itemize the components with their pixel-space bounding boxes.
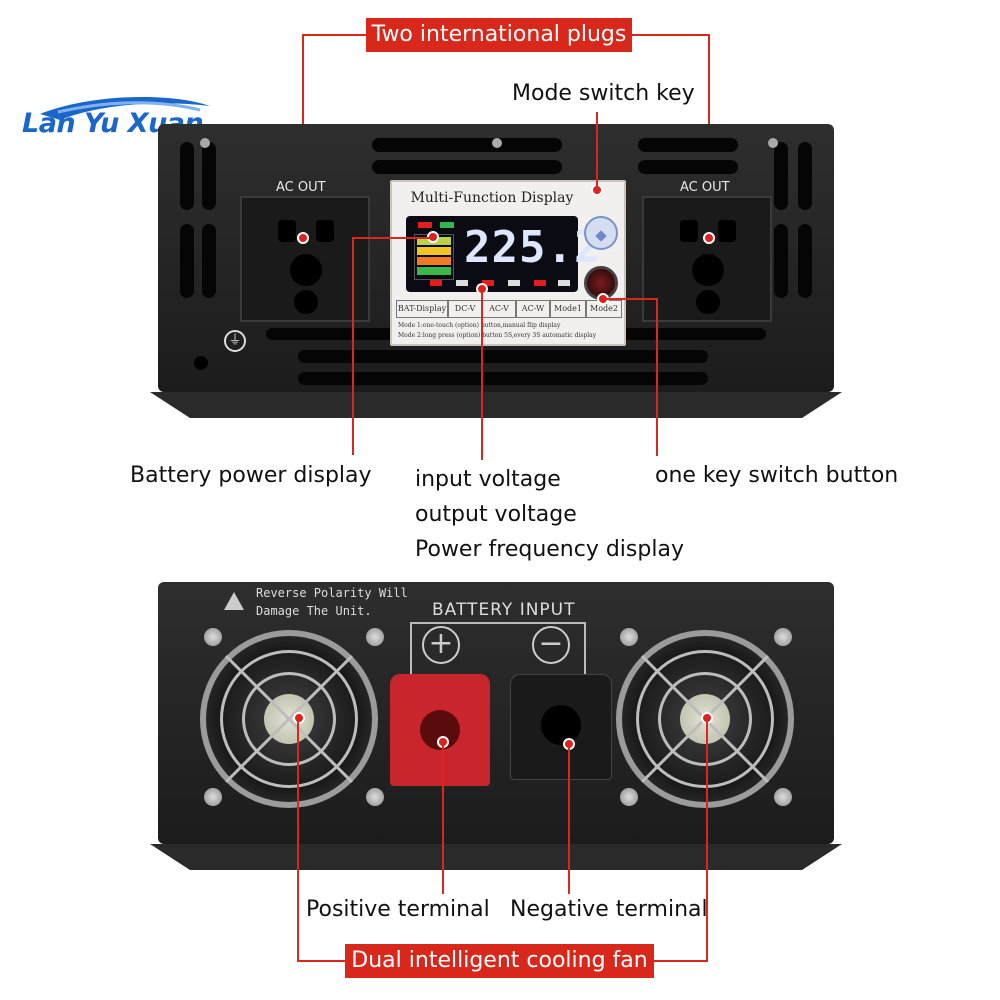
cooling-fan-left (200, 630, 378, 808)
panel-cell: AC-V (482, 300, 516, 318)
plus-icon: + (422, 626, 460, 664)
panel-cell: DC-V (448, 300, 482, 318)
vent-slot (180, 224, 194, 298)
terminal-bolt-icon (541, 705, 581, 745)
vent-slot (202, 224, 216, 298)
fan-screw (774, 788, 792, 806)
lead-line (352, 237, 430, 239)
universal-socket-icon (278, 220, 334, 314)
vent-slot (638, 138, 738, 152)
lcd-screen: 225.2 (406, 216, 600, 292)
warning-icon (224, 592, 244, 610)
vent-slot (180, 142, 194, 210)
callout-dot (297, 232, 309, 244)
label-power-frequency-display: Power frequency display (415, 537, 684, 562)
fan-screw (774, 628, 792, 646)
multi-function-display-panel: Multi-Function Display 225.2 BAT-Display (390, 180, 626, 346)
vent-slot (798, 142, 812, 210)
lead-line (656, 298, 658, 456)
mode-arrow-icon (595, 230, 607, 242)
ac-outlet-right (642, 196, 772, 322)
lead-line (706, 718, 708, 962)
label-positive-terminal: Positive terminal (306, 897, 490, 922)
label-output-voltage: output voltage (415, 502, 577, 527)
lead-line (297, 960, 345, 962)
vent-slot (298, 372, 708, 385)
negative-terminal[interactable] (510, 674, 612, 780)
ac-out-label-right: AC OUT (680, 180, 730, 195)
vent-slot (798, 224, 812, 298)
fan-screw (204, 628, 222, 646)
panel-cell: BAT-Display (396, 300, 448, 318)
label-one-key-switch-button: one key switch button (655, 463, 899, 488)
lead-line (654, 960, 708, 962)
status-led-red (418, 222, 432, 228)
universal-socket-icon (680, 220, 736, 314)
vent-slot (774, 142, 788, 210)
inverter-base-plate (150, 844, 842, 870)
lead-line (481, 290, 483, 460)
lead-line (302, 34, 366, 36)
lead-line (632, 34, 710, 36)
inverter-front-panel: AC OUT AC OUT ⏚ Multi-Function Display (158, 124, 834, 392)
panel-cell: AC-W (516, 300, 550, 318)
fan-screw (366, 628, 384, 646)
vent-slot (298, 350, 708, 363)
vent-slot (202, 142, 216, 210)
label-mode-switch-key: Mode switch key (512, 81, 695, 106)
positive-terminal[interactable] (390, 674, 490, 786)
label-negative-terminal: Negative terminal (510, 897, 708, 922)
fan-screw (366, 788, 384, 806)
lead-line (442, 742, 444, 894)
warning-line-2: Damage The Unit. (256, 604, 372, 618)
battery-input-frame (410, 622, 586, 674)
minus-icon: − (532, 626, 570, 664)
mode-note-2: Mode 2:long press (option) button 5S,eve… (398, 332, 597, 339)
top-banner: Two international plugs (366, 18, 632, 52)
top-screw (492, 138, 502, 148)
top-screw (200, 138, 210, 148)
logo-swoosh-icon (40, 96, 210, 120)
lead-line (604, 298, 658, 300)
lead-line (568, 744, 570, 894)
callout-dot (293, 712, 305, 724)
label-input-voltage: input voltage (415, 467, 561, 492)
inverter-base-plate (150, 392, 842, 418)
inverter-rear-panel: Reverse Polarity Will Damage The Unit. B… (158, 582, 834, 844)
lcd-value: 225.2 (464, 222, 602, 273)
mode-note-1: Mode 1:one-touch (option) button,manual … (398, 322, 561, 329)
fan-grill-icon (224, 654, 354, 784)
warning-line-1: Reverse Polarity Will (256, 586, 408, 600)
top-screw (768, 138, 778, 148)
panel-title: Multi-Function Display (410, 190, 574, 206)
fan-screw (620, 628, 638, 646)
vent-slot (638, 160, 738, 174)
ac-out-label-left: AC OUT (276, 180, 326, 195)
status-led-green (440, 222, 454, 228)
callout-dot (703, 232, 715, 244)
fan-screw (204, 788, 222, 806)
vent-slot (774, 224, 788, 298)
vent-slot (372, 160, 562, 174)
lead-line (352, 237, 354, 455)
panel-cell: Mode1 (550, 300, 586, 318)
panel-mode-cells: BAT-Display DC-V AC-V AC-W Mode1 Mode2 (396, 300, 622, 318)
ac-outlet-left (240, 196, 370, 322)
bottom-banner: Dual intelligent cooling fan (345, 944, 654, 978)
cooling-fan-right (616, 630, 794, 808)
label-battery-power-display: Battery power display (130, 463, 372, 488)
mode-switch-key[interactable] (584, 216, 618, 250)
lead-line (596, 112, 598, 188)
mode-indicator-leds (430, 280, 570, 286)
battery-input-label: BATTERY INPUT (432, 600, 576, 620)
ground-icon: ⏚ (224, 330, 246, 352)
lead-line (297, 718, 299, 962)
fan-screw (620, 788, 638, 806)
vent-slot (372, 138, 562, 152)
mount-screw (194, 356, 208, 370)
